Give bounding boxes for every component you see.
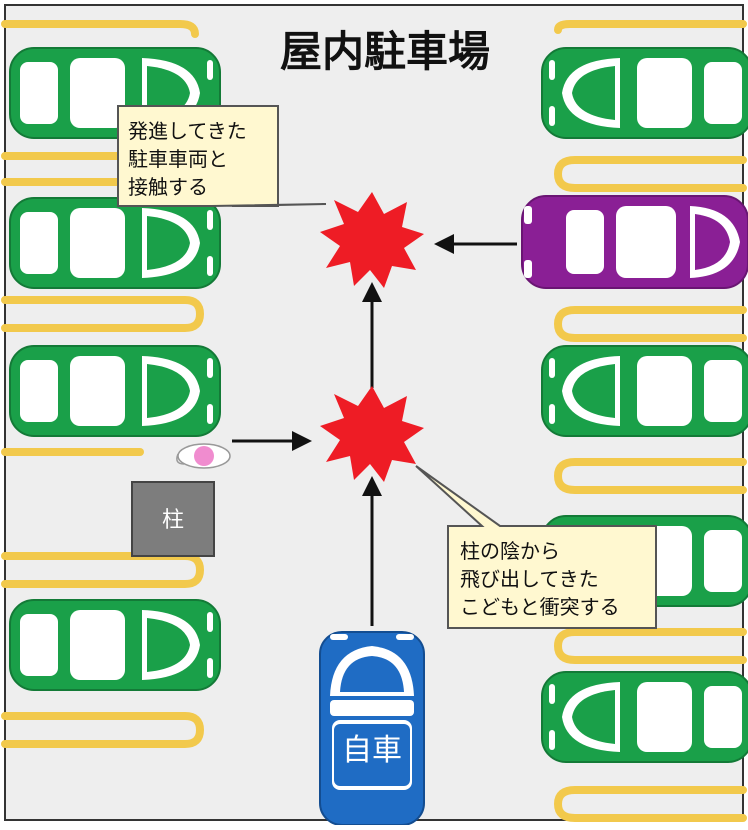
callout-top-line-3: 接触する bbox=[128, 175, 208, 199]
callout-bottom-line-1: 柱の陰から bbox=[460, 539, 560, 563]
callout-bottom: 柱の陰から 飛び出してきた こどもと衝突する bbox=[415, 465, 657, 629]
callout-bottom-line-2: 飛び出してきた bbox=[460, 567, 599, 591]
parked-car-left-2 bbox=[9, 197, 221, 289]
callout-top-line-2: 駐車車両と bbox=[128, 147, 228, 171]
movement-arrows bbox=[232, 234, 517, 626]
parked-car-left-4 bbox=[9, 599, 221, 691]
departing-car bbox=[521, 195, 748, 289]
callout-bottom-line-3: こどもと衝突する bbox=[460, 595, 620, 619]
parked-car-left-3 bbox=[9, 345, 221, 437]
parking-lines-right bbox=[553, 20, 747, 822]
parked-car-right-1 bbox=[541, 47, 748, 139]
child-figure bbox=[176, 443, 231, 469]
own-car bbox=[319, 631, 425, 826]
pillar-label: 柱 bbox=[162, 508, 184, 533]
callout-top: 発進してきた 駐車車両と 接触する bbox=[117, 105, 327, 207]
callout-top-line-1: 発進してきた bbox=[128, 119, 247, 143]
pillar bbox=[131, 481, 215, 557]
parked-car-right-4 bbox=[541, 671, 748, 763]
diagram-title: 屋内駐車場 bbox=[280, 27, 490, 76]
parked-car-right-2 bbox=[541, 345, 748, 437]
own-car-label: 自車 bbox=[342, 733, 402, 768]
